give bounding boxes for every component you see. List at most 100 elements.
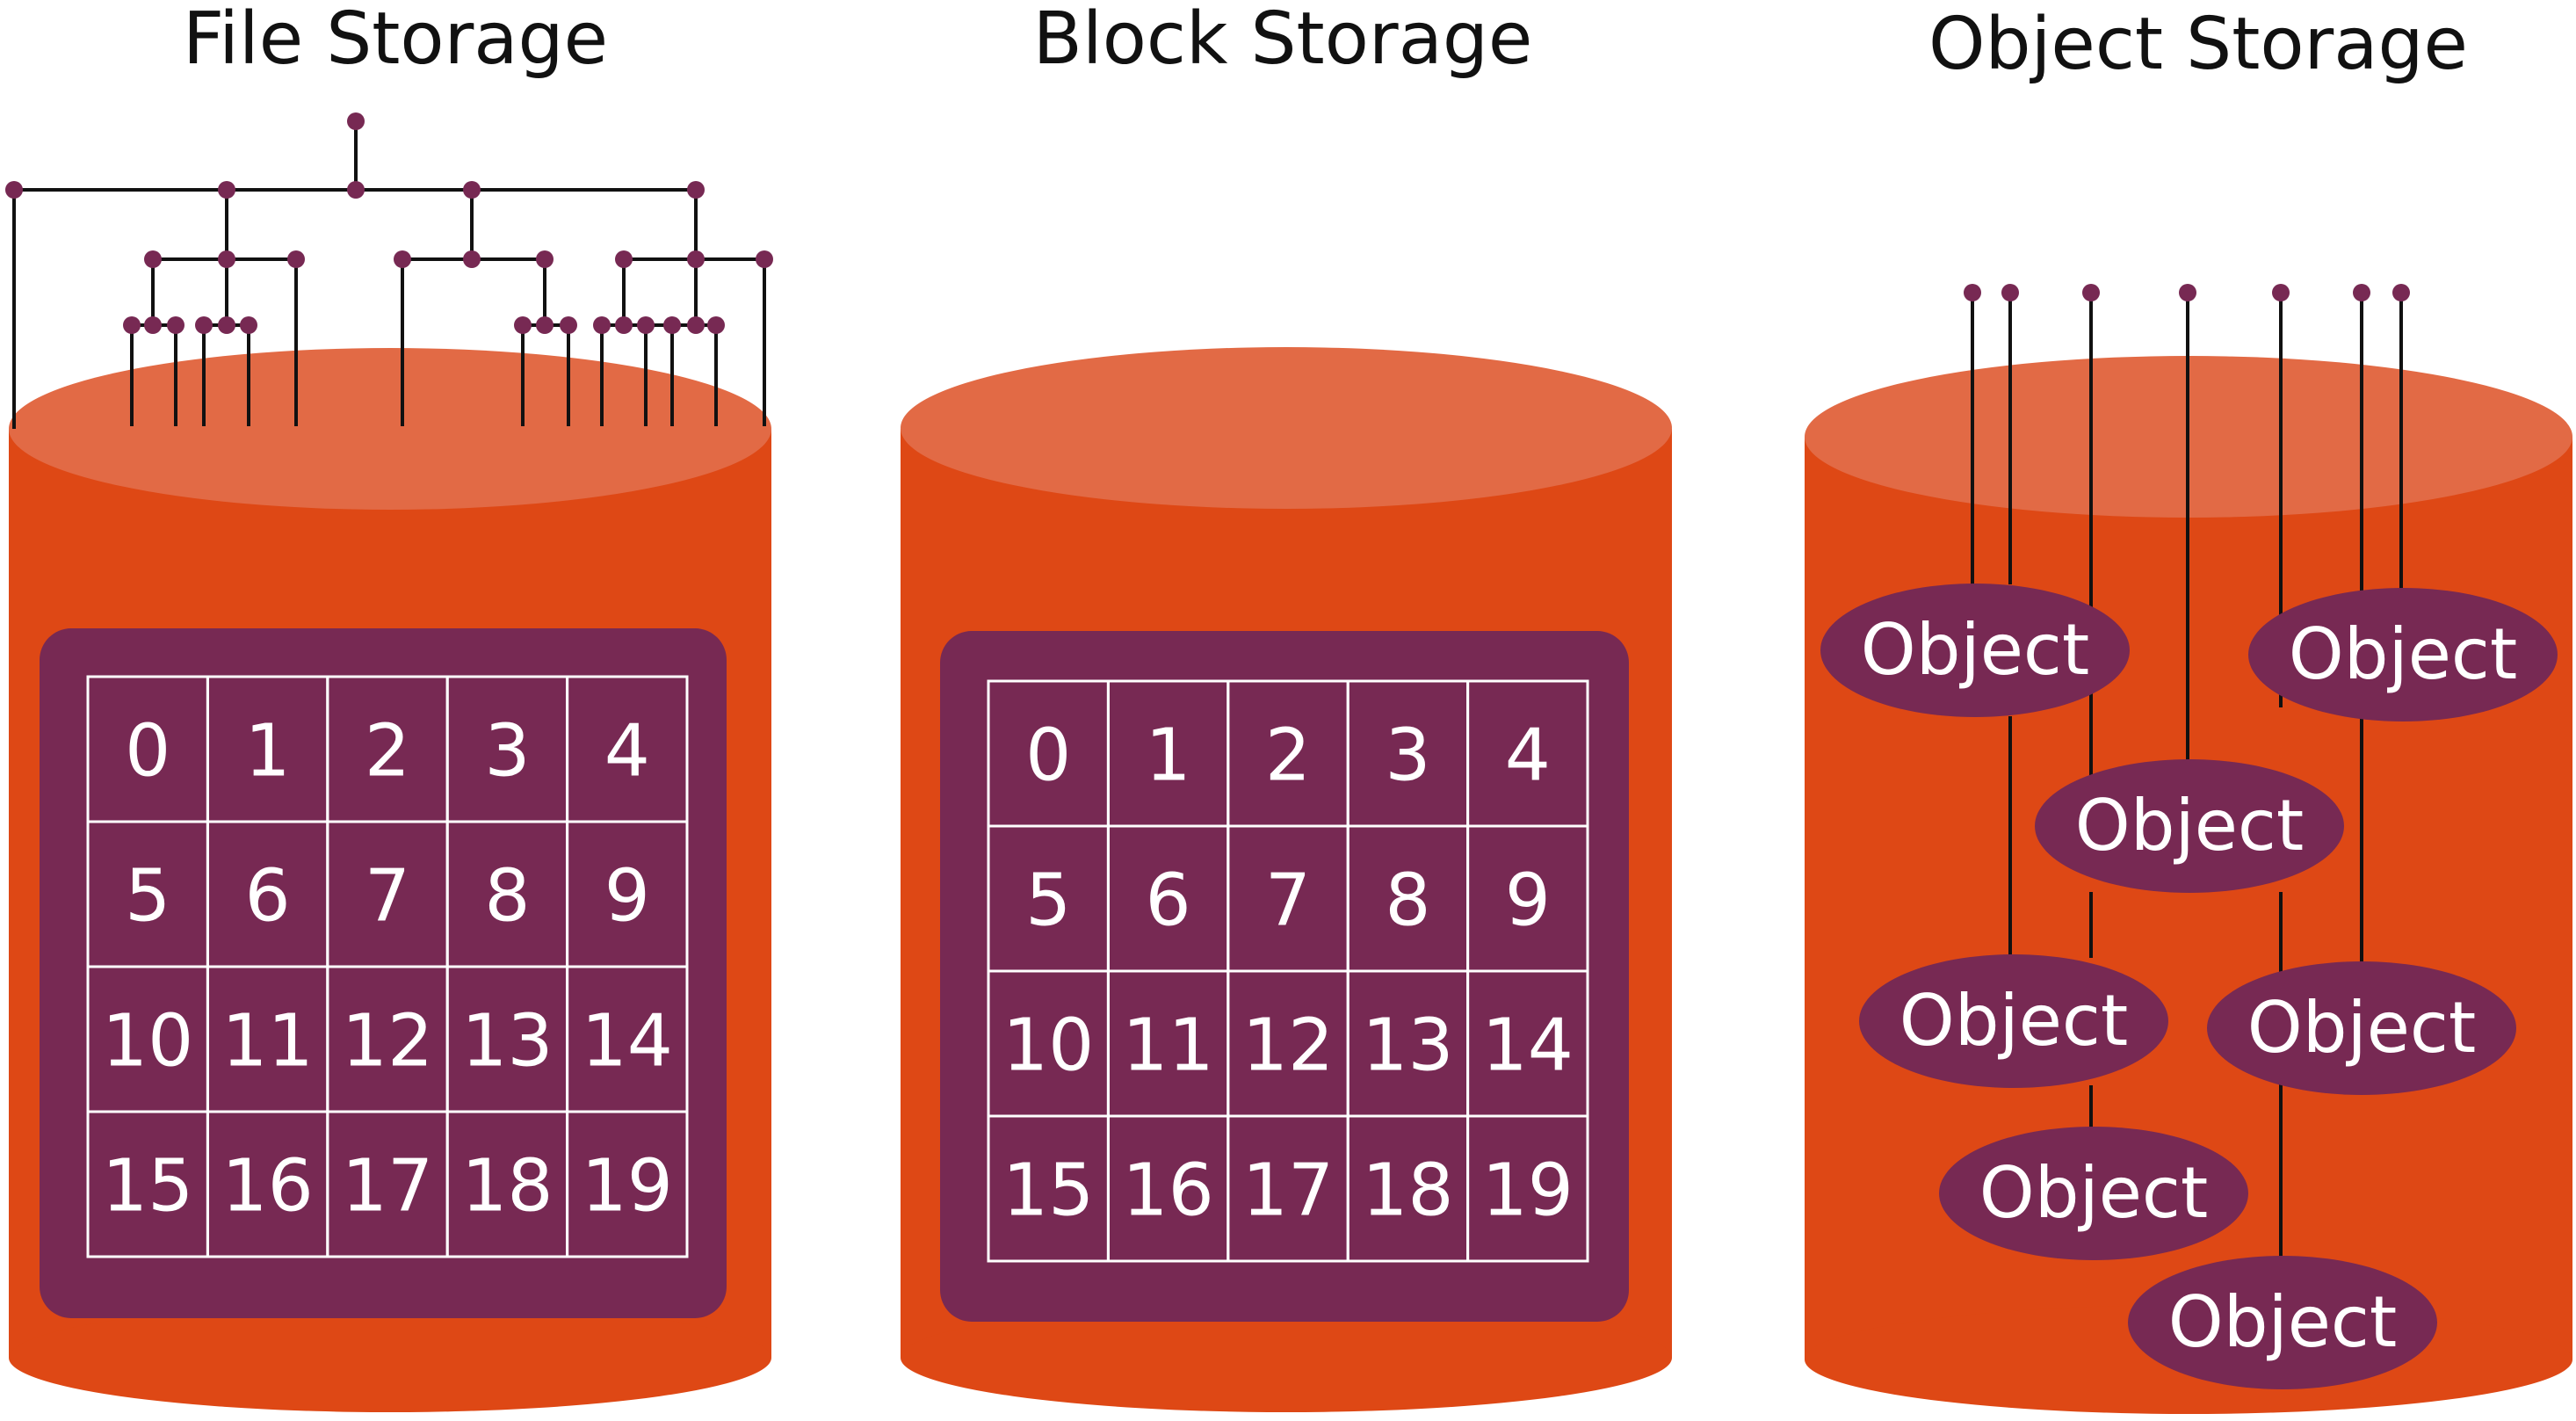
cylinder-bottom: [9, 1303, 771, 1412]
block-cell-number: 14: [1482, 1004, 1574, 1088]
tree-node: [560, 316, 577, 334]
tree-node: [167, 316, 185, 334]
object-link-node: [2272, 284, 2290, 301]
block-cell-number: 19: [1482, 1149, 1574, 1233]
tree-node: [536, 250, 554, 268]
tree-node: [123, 316, 141, 334]
object-node: Object: [1859, 954, 2168, 1088]
block-cell-number: 15: [1002, 1149, 1094, 1233]
block-cell-number: 16: [1122, 1149, 1213, 1233]
tree-node: [514, 316, 532, 334]
object-label: Object: [2075, 785, 2305, 866]
object-node: Object: [2207, 961, 2516, 1095]
block-cell-number: 0: [1025, 714, 1071, 798]
object-node: Object: [2128, 1256, 2437, 1389]
file-cell-number: 6: [245, 855, 291, 939]
tree-node: [637, 316, 655, 334]
tree-node: [687, 316, 705, 334]
tree-node: [707, 316, 725, 334]
tree-node: [347, 181, 365, 199]
block-cell-number: 5: [1025, 859, 1071, 943]
block-storage-title: Block Storage: [1033, 0, 1533, 81]
object-ellipse: [1859, 954, 2168, 1088]
file-cell-number: 10: [102, 1000, 193, 1084]
block-cell-number: 3: [1385, 714, 1430, 798]
tree-node: [5, 181, 23, 199]
flat-link-icon: [1964, 284, 2410, 1279]
file-cell-number: 3: [484, 710, 530, 794]
tree-node: [593, 316, 611, 334]
tree-node: [536, 316, 554, 334]
tree-node: [218, 316, 235, 334]
file-cell-number: 18: [461, 1145, 553, 1229]
object-link-node: [1964, 284, 1981, 301]
block-cell-number: 11: [1122, 1004, 1213, 1088]
cylinder-top: [9, 348, 771, 510]
tree-node: [144, 250, 162, 268]
tree-node: [615, 316, 633, 334]
tree-node: [663, 316, 681, 334]
block-storage-panel: [940, 631, 1629, 1322]
tree-node: [218, 250, 235, 268]
block-cell-number: 1: [1146, 714, 1191, 798]
block-cell-number: 12: [1242, 1004, 1334, 1088]
block-cell-number: 10: [1002, 1004, 1094, 1088]
object-storage-title: Object Storage: [1928, 3, 2468, 86]
file-cell-number: 16: [221, 1145, 313, 1229]
object-link-node: [2001, 284, 2019, 301]
object-label: Object: [2289, 613, 2518, 695]
file-cell-number: 5: [125, 855, 170, 939]
file-cell-number: 11: [221, 1000, 313, 1084]
block-cell-number: 2: [1265, 714, 1311, 798]
file-cell-number: 8: [484, 855, 530, 939]
tree-node: [463, 181, 481, 199]
block-cell-number: 17: [1242, 1149, 1334, 1233]
file-cell-number: 13: [461, 1000, 553, 1084]
block-grid-cell: [1466, 1114, 1589, 1263]
file-cell-number: 14: [582, 1000, 673, 1084]
object-label: Object: [2247, 987, 2477, 1069]
object-link-node: [2353, 284, 2370, 301]
file-cell-number: 12: [342, 1000, 433, 1084]
object-ellipse: [2128, 1256, 2437, 1389]
tree-hierarchy-icon: [5, 112, 773, 429]
file-grid-cell: [566, 1110, 689, 1258]
file-cell-number: 4: [604, 710, 650, 794]
object-node: Object: [2035, 759, 2344, 893]
tree-node: [756, 250, 773, 268]
tree-node: [463, 250, 481, 268]
tree-node: [240, 316, 257, 334]
tree-node: [687, 181, 705, 199]
object-link-node: [2082, 284, 2100, 301]
block-cell-number: 4: [1505, 714, 1551, 798]
file-cell-number: 15: [102, 1145, 193, 1229]
object-node: Object: [2248, 588, 2558, 721]
tree-node: [394, 250, 411, 268]
file-cell-number: 7: [365, 855, 410, 939]
file-cell-number: 17: [342, 1145, 433, 1229]
object-node: Object: [1939, 1127, 2248, 1260]
object-label: Object: [1861, 609, 2090, 691]
file-cell-number: 1: [245, 710, 291, 794]
block-cell-number: 6: [1146, 859, 1191, 943]
object-node: Object: [1820, 584, 2130, 717]
object-ellipse: [1939, 1127, 2248, 1260]
file-storage-panel: [40, 628, 727, 1318]
object-ellipse: [2207, 961, 2516, 1095]
cylinder-top: [901, 347, 1672, 509]
object-label: Object: [1899, 980, 2129, 1062]
tree-node: [347, 112, 365, 130]
object-ellipse: [2035, 759, 2344, 893]
tree-node: [687, 250, 705, 268]
file-cell-number: 19: [582, 1145, 673, 1229]
tree-node: [195, 316, 213, 334]
file-cell-number: 9: [604, 855, 650, 939]
object-label: Object: [1979, 1152, 2209, 1234]
object-ellipse: [2248, 588, 2558, 721]
block-cell-number: 8: [1385, 859, 1430, 943]
tree-node: [144, 316, 162, 334]
tree-node: [287, 250, 305, 268]
